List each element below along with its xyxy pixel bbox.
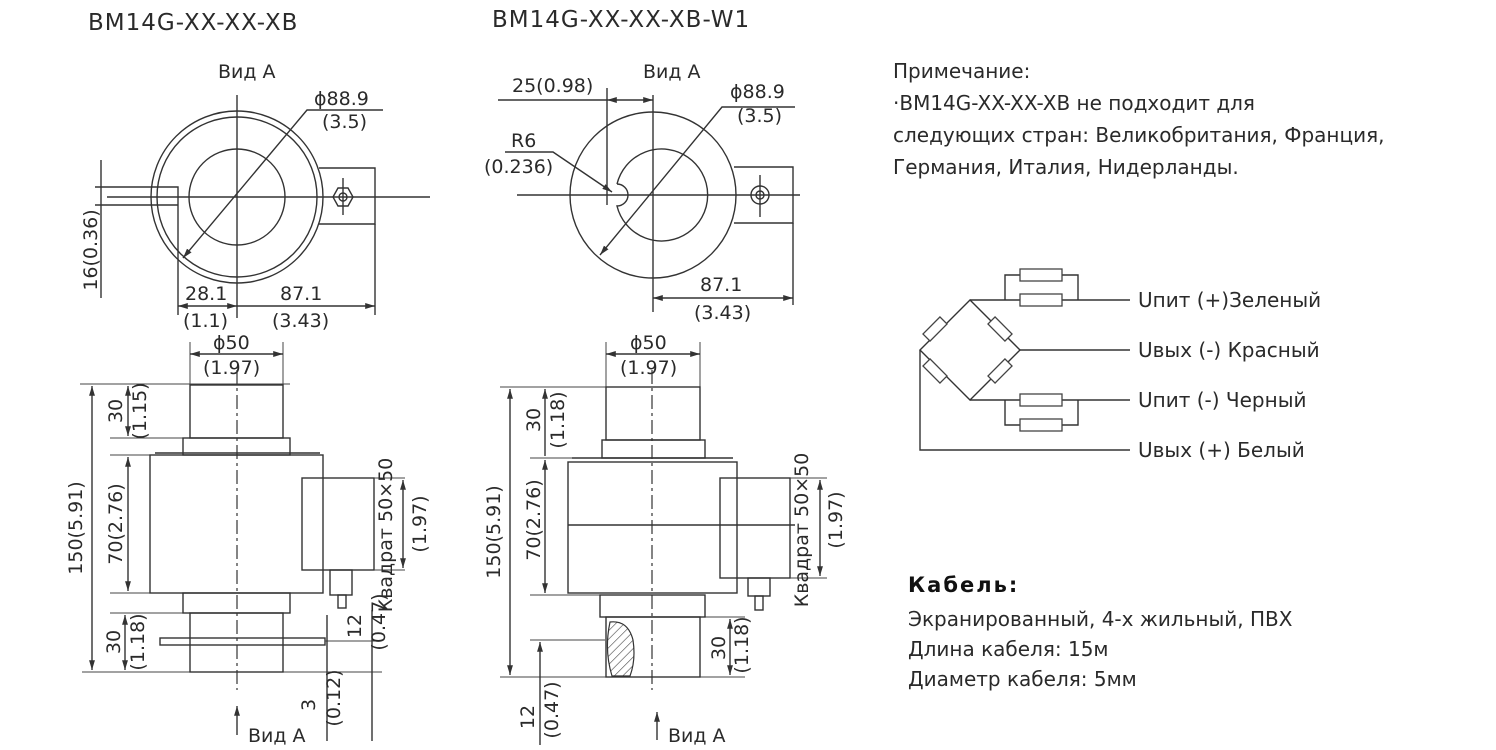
left-model: BM14G-XX-XX-XB Вид А ϕ88.9 (3.5) 28.1 87… <box>65 10 431 747</box>
svg-text:16(0.36): 16(0.36) <box>80 209 102 290</box>
svg-text:(1.97): (1.97) <box>409 495 431 552</box>
svg-text:70(2.76): 70(2.76) <box>105 483 127 564</box>
svg-text:(3.5): (3.5) <box>322 111 367 133</box>
note-block: Примечание: ·BM14G-XX-XX-XB не подходит … <box>893 59 1385 179</box>
right-model: BM14G-XX-XX-XB-W1 Вид А 25(0.98) R6 (0.2… <box>483 7 847 747</box>
cable-block: Кабель: Экранированный, 4-х жильный, ПВХ… <box>908 573 1293 691</box>
svg-text:Квадрат 50×50: Квадрат 50×50 <box>791 453 813 608</box>
svg-text:3: 3 <box>298 699 320 711</box>
svg-text:(1.1): (1.1) <box>183 310 228 332</box>
svg-text:87.1: 87.1 <box>280 283 322 305</box>
wire-label: Uпит (-) Черный <box>1138 388 1306 412</box>
svg-text:(1.97): (1.97) <box>620 357 677 379</box>
svg-text:Кабель:: Кабель: <box>908 573 1019 597</box>
svg-text:(1.97): (1.97) <box>203 357 260 379</box>
svg-text:70(2.76): 70(2.76) <box>523 479 545 560</box>
svg-text:(3.43): (3.43) <box>272 310 329 332</box>
svg-text:12: 12 <box>517 705 539 729</box>
svg-text:ϕ88.9: ϕ88.9 <box>730 81 785 103</box>
svg-text:ϕ50: ϕ50 <box>213 332 250 354</box>
svg-text:(0.47): (0.47) <box>541 681 563 738</box>
svg-text:150(5.91): 150(5.91) <box>65 481 87 574</box>
svg-text:ϕ88.9: ϕ88.9 <box>314 88 369 110</box>
wiring-diagram: Uпит (+)Зеленый Uвых (-) Красный Uпит (-… <box>919 268 1321 462</box>
svg-text:12: 12 <box>344 614 366 638</box>
wire-label: Uвых (-) Красный <box>1138 338 1320 362</box>
left-side-view: ϕ50 (1.97) 150(5.91) 30 (1.15) 70(2.76) … <box>65 332 431 747</box>
wire-label: Uпит (+)Зеленый <box>1138 288 1321 312</box>
svg-text:(1.18): (1.18) <box>127 613 149 670</box>
right-model-title: BM14G-XX-XX-XB-W1 <box>492 7 750 33</box>
view-label: Вид А <box>218 61 276 83</box>
svg-text:30: 30 <box>708 636 730 660</box>
svg-text:·BM14G-XX-XX-XB не подходит дл: ·BM14G-XX-XX-XB не подходит для <box>893 91 1255 115</box>
hatched-section <box>606 621 635 677</box>
svg-text:ϕ50: ϕ50 <box>630 332 667 354</box>
svg-text:Диаметр кабеля: 5мм: Диаметр кабеля: 5мм <box>908 667 1137 691</box>
svg-text:30: 30 <box>523 408 545 432</box>
svg-text:25(0.98): 25(0.98) <box>512 75 593 97</box>
svg-text:30: 30 <box>105 399 127 423</box>
svg-text:(0.47): (0.47) <box>368 593 390 650</box>
svg-text:Длина кабеля: 15м: Длина кабеля: 15м <box>908 637 1109 661</box>
svg-text:(1.18): (1.18) <box>547 391 569 448</box>
right-top-view: Вид А 25(0.98) R6 (0.236) ϕ88.9 (3.5) 87… <box>484 61 800 324</box>
left-model-title: BM14G-XX-XX-XB <box>88 10 298 36</box>
svg-text:Германия, Италия, Нидерланды.: Германия, Италия, Нидерланды. <box>893 155 1239 179</box>
svg-text:(0.12): (0.12) <box>323 669 345 726</box>
svg-text:(1.15): (1.15) <box>129 382 151 439</box>
svg-text:Вид А: Вид А <box>668 725 726 747</box>
svg-text:87.1: 87.1 <box>700 274 742 296</box>
svg-text:(3.5): (3.5) <box>737 105 782 127</box>
svg-text:28.1: 28.1 <box>185 283 227 305</box>
svg-text:(1.97): (1.97) <box>825 491 847 548</box>
svg-text:Вид А: Вид А <box>643 61 701 83</box>
left-top-view: Вид А ϕ88.9 (3.5) 28.1 87.1 (1.1) (3.43)… <box>80 61 430 332</box>
svg-text:Вид А: Вид А <box>248 725 306 747</box>
svg-text:Экранированный, 4-х жильный, П: Экранированный, 4-х жильный, ПВХ <box>908 607 1293 631</box>
svg-text:150(5.91): 150(5.91) <box>483 485 505 578</box>
svg-text:следующих стран: Великобритани: следующих стран: Великобритания, Франция… <box>893 123 1385 147</box>
svg-text:(3.43): (3.43) <box>694 302 751 324</box>
wire-label: Uвых (+) Белый <box>1138 438 1305 462</box>
svg-text:Квадрат 50×50: Квадрат 50×50 <box>375 458 397 613</box>
right-side-view: ϕ50 (1.97) 150(5.91) 30 (1.18) 70(2.76) … <box>483 332 847 747</box>
svg-text:Примечание:: Примечание: <box>893 59 1030 83</box>
svg-text:(1.18): (1.18) <box>731 616 753 673</box>
svg-text:R6: R6 <box>511 130 536 152</box>
svg-text:30: 30 <box>103 630 125 654</box>
svg-text:(0.236): (0.236) <box>484 156 553 178</box>
